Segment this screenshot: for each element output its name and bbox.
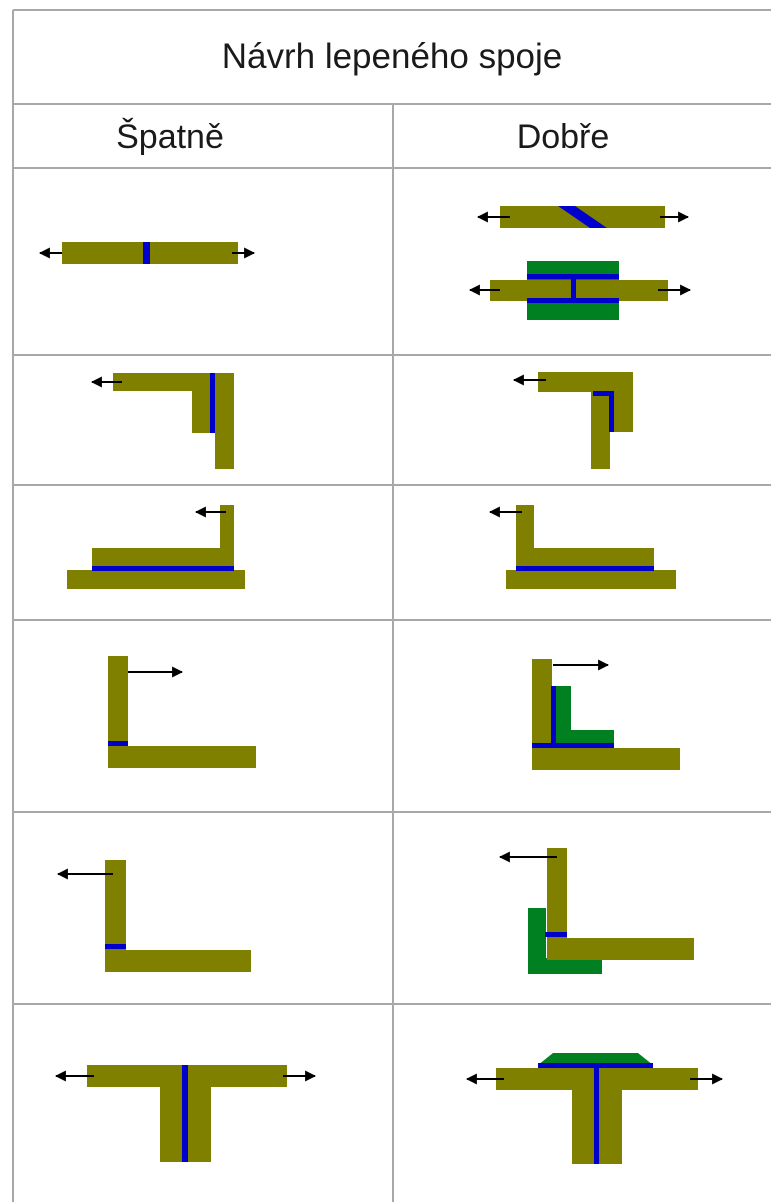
adherend (547, 938, 694, 960)
bad-t-joint-diagram (54, 1065, 317, 1162)
reinforcement-strap (527, 301, 619, 320)
adhesive-layer (594, 1066, 599, 1164)
adherend (490, 280, 668, 301)
adherend (108, 656, 128, 746)
reinforcement-angle (528, 908, 546, 974)
bad-l-joint-diagram (108, 656, 256, 768)
reinforcement-cap (538, 1053, 653, 1065)
adherend (113, 373, 216, 391)
bad-l-joint-diagram (56, 860, 251, 972)
column-header-bad: Špatně (116, 118, 224, 156)
adhesive-layer (532, 743, 614, 748)
bad-butt-joint-diagram (38, 242, 256, 264)
adhesive-layer (143, 242, 150, 264)
adherend (532, 748, 680, 770)
table-title: Návrh lepeného spoje (222, 37, 563, 76)
bad-corner-joint-diagram (90, 373, 234, 469)
adhesive-layer (527, 274, 619, 279)
adhesive-layer (210, 373, 215, 433)
adherend (105, 860, 126, 950)
row-butt-joint (38, 206, 692, 320)
row-t-joint (54, 1053, 724, 1164)
good-corner-joint-diagram (512, 372, 633, 469)
adhesive-layer (182, 1065, 188, 1162)
adherend (67, 570, 245, 589)
adhesive-layer (593, 391, 610, 396)
reinforcement-angle (528, 958, 602, 974)
adherend (613, 372, 633, 432)
adherend (516, 548, 654, 568)
adherend (105, 950, 251, 972)
adhesive-layer (105, 944, 126, 949)
adhesive-layer (108, 741, 128, 746)
adhesive-layer (527, 298, 619, 303)
adherend (108, 746, 256, 768)
adherend (538, 372, 633, 392)
adhesive-layer (571, 279, 576, 299)
row-corner-joint (90, 372, 633, 469)
adherend (215, 373, 234, 469)
adhesive-layer (516, 566, 654, 571)
good-scarf-joint-diagram (476, 206, 690, 228)
adhesive-layer (551, 686, 556, 746)
good-double-strap-joint-diagram (468, 261, 692, 320)
adhesive-layer (538, 1063, 653, 1068)
adherend (506, 570, 676, 589)
row-flange-joint (67, 505, 676, 589)
adherend (220, 505, 234, 550)
adhesive-layer (609, 391, 614, 432)
adherend (516, 505, 534, 553)
row-l-joint-left-pull (56, 848, 694, 974)
good-flange-joint-diagram (488, 505, 676, 589)
adherend (547, 848, 567, 938)
column-header-good: Dobře (517, 118, 610, 156)
good-l-joint-diagram (532, 659, 680, 770)
adhesive-layer (558, 206, 607, 228)
table-grid (12, 9, 771, 1202)
adherend (591, 392, 610, 469)
reinforcement-angle (555, 686, 571, 744)
reinforcement-angle (555, 730, 614, 744)
bad-flange-joint-diagram (67, 505, 245, 589)
adherend (92, 548, 234, 568)
row-l-joint-right-pull (108, 656, 680, 770)
good-l-joint-diagram (498, 848, 694, 974)
good-t-joint-diagram (465, 1053, 724, 1164)
adherend (532, 659, 552, 748)
adhesive-layer (545, 932, 567, 937)
adhesive-layer (92, 566, 234, 571)
